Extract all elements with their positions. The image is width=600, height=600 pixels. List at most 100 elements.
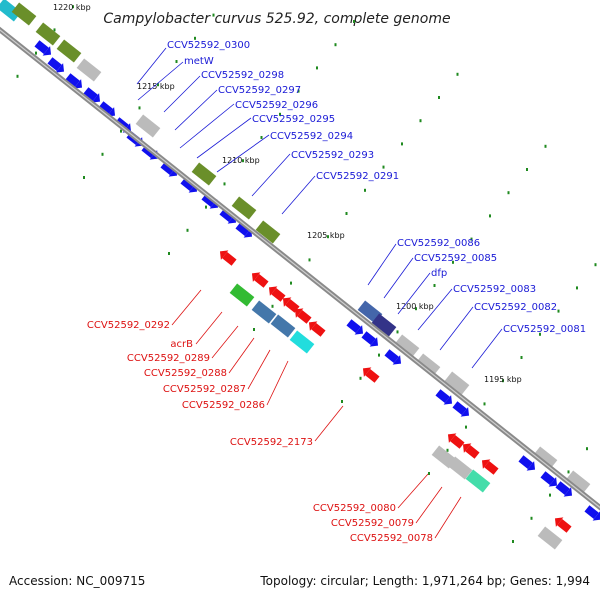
tick-dot (396, 330, 399, 334)
forward-gene-labels: CCV52592_0300 metW CCV52592_0298 CCV5259… (167, 40, 586, 335)
leader-line (171, 289, 202, 326)
feature-track (0, 0, 600, 550)
gene-label: CCV52592_0287 (163, 384, 246, 395)
tick-dot (194, 36, 196, 40)
tick-dot (101, 152, 104, 156)
tick-dot (279, 112, 281, 116)
leader-line (211, 325, 239, 359)
gene-label: CCV52592_0293 (291, 150, 374, 161)
gene-label: CCV52592_0081 (503, 324, 586, 335)
leader-line (228, 337, 255, 374)
reverse-gene-arrow (359, 363, 381, 385)
leader-line (247, 349, 271, 390)
tick-dot (53, 28, 56, 32)
tick-dot (359, 376, 362, 380)
leader-line (266, 360, 289, 406)
gene-box (135, 114, 161, 138)
tick-dot (242, 159, 244, 163)
tick-dot (401, 142, 403, 146)
leader-line (195, 311, 223, 345)
tick-dot (327, 235, 329, 239)
gene-box (76, 58, 102, 82)
gene-label: CCV52592_0079 (331, 518, 414, 529)
tick-label: 1220 kbp (53, 3, 91, 12)
leader-line (251, 153, 291, 197)
gene-box (270, 314, 296, 338)
gene-label: CCV52592_0291 (316, 171, 399, 182)
tick-dot (382, 165, 385, 169)
tick-dot (175, 60, 178, 63)
gene-box (11, 2, 37, 26)
tick-label: 1210 kbp (222, 156, 260, 165)
gene-label: CCV52592_0082 (474, 302, 557, 313)
kbp-tick-labels: 1220 kbp 1215 kbp 1210 kbp 1205 kbp 1200… (53, 3, 522, 384)
tick-dot (438, 96, 440, 99)
tick-dot (297, 89, 300, 93)
tick-dot (120, 129, 122, 133)
gene-label: acrB (170, 339, 193, 350)
tick-dot (483, 402, 486, 406)
accession-label: Accession: NC_009715 (9, 574, 146, 588)
gene-box (229, 283, 255, 307)
gene-label: CCV52592_0083 (453, 284, 536, 295)
tick-dot (345, 212, 348, 215)
tick-dot (378, 353, 380, 357)
map-title: Campylobacter curvus 525.92, complete ge… (103, 11, 450, 27)
leader-line (415, 486, 443, 524)
tick-dot (83, 176, 85, 179)
leader-line (397, 272, 431, 315)
tick-dot (502, 379, 504, 383)
reverse-gene-arrow (444, 429, 466, 451)
tick-dot (465, 425, 467, 429)
gene-label: CCV52592_0294 (270, 131, 353, 142)
tick-label: 1200 kbp (396, 302, 434, 311)
tick-dot (316, 66, 318, 70)
gene-label: CCV52592_0288 (144, 368, 227, 379)
leader-line (397, 473, 429, 509)
tick-dot (138, 106, 141, 110)
leader-line (471, 328, 503, 369)
tick-dot (341, 400, 343, 403)
gene-label: CCV52592_0078 (350, 533, 433, 544)
gene-box (289, 330, 315, 354)
gene-label: CCV52592_0289 (127, 353, 210, 364)
tick-dot (428, 472, 430, 475)
tick-dot (544, 144, 547, 148)
leader-line (434, 496, 462, 539)
tick-label: 1215 kbp (137, 82, 175, 91)
label-leader-lines (136, 47, 503, 539)
tick-dot (530, 516, 533, 520)
tick-dot (205, 205, 207, 209)
leader-line (179, 103, 235, 149)
tick-label: 1205 kbp (307, 231, 345, 240)
tick-dot (334, 43, 337, 47)
leader-line (439, 306, 474, 351)
tick-dot (520, 356, 523, 359)
tick-dot (507, 191, 510, 195)
backbone (0, 26, 600, 511)
leader-line (314, 405, 344, 442)
gene-label: CCV52592_0286 (182, 400, 265, 411)
leader-line (174, 89, 218, 131)
tick-dot (35, 51, 37, 55)
tick-dot (594, 263, 597, 267)
gene-label: CCV52592_0296 (235, 100, 318, 111)
tick-dot (567, 470, 570, 474)
leader-line (196, 117, 252, 159)
tick-dot (353, 20, 355, 23)
reverse-gene-arrow (248, 268, 270, 290)
leader-line (137, 61, 184, 101)
tick-dot (586, 447, 588, 451)
leader-line (163, 75, 201, 113)
gene-label: CCV52592_0295 (252, 114, 335, 125)
leader-line (281, 175, 316, 215)
gene-label: CCV52592_0292 (87, 320, 170, 331)
reverse-gene-arrow (551, 513, 573, 535)
tick-dot (290, 281, 292, 285)
tick-dot (186, 228, 189, 232)
tick-dot (212, 13, 215, 17)
tick-dot (253, 328, 255, 331)
tick-dot (470, 237, 473, 241)
reverse-gene-arrow (216, 246, 238, 268)
gene-label: CCV52592_2173 (230, 437, 313, 448)
